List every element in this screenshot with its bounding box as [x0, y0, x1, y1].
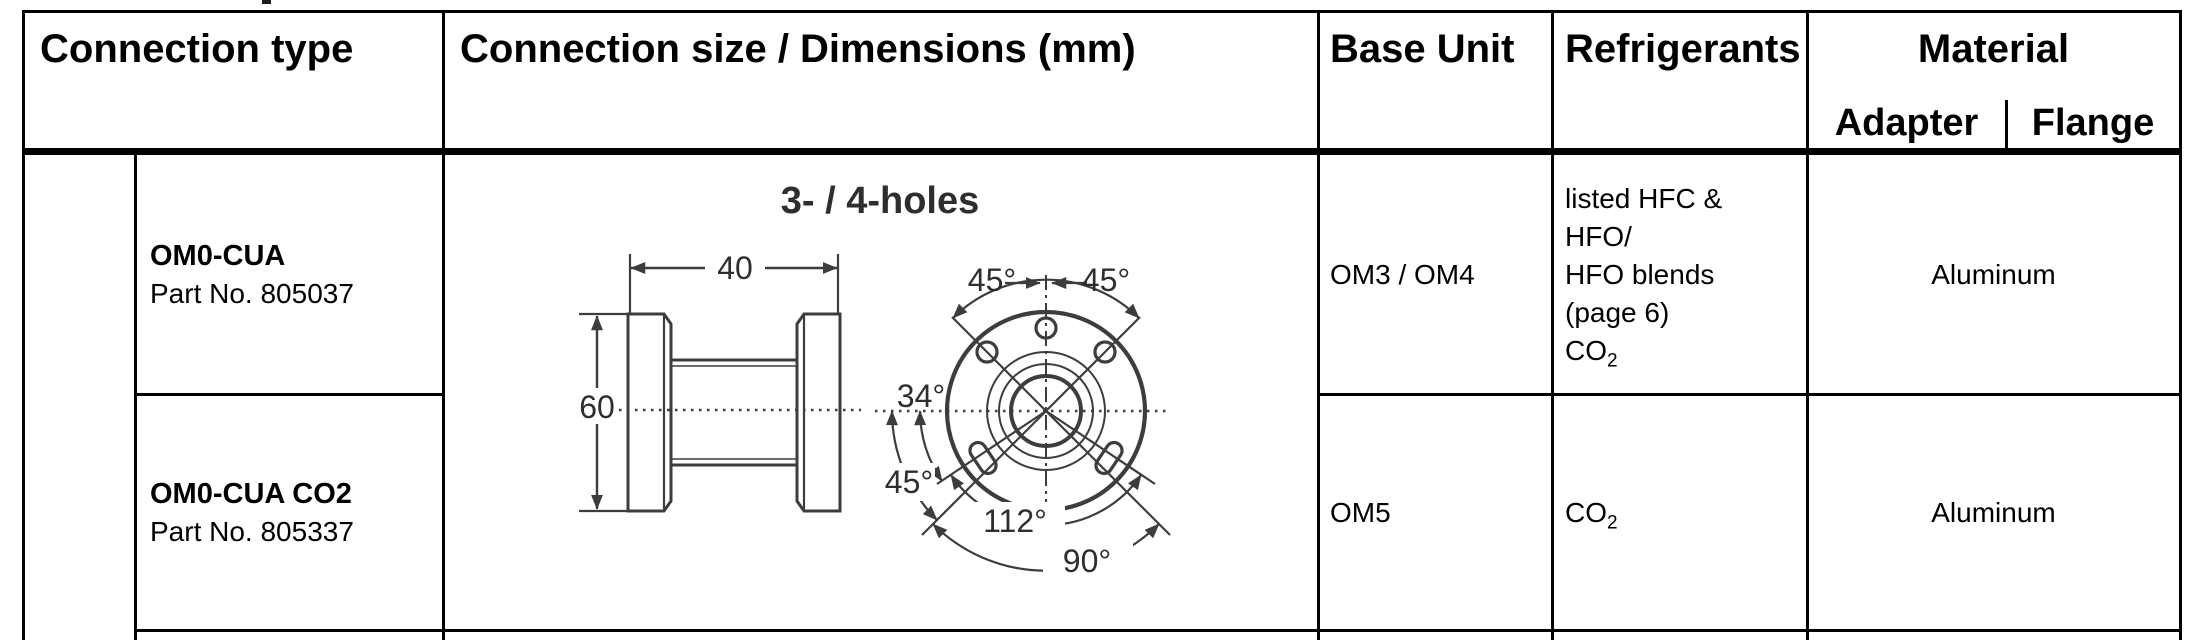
grid-line-baseunit-refrigerants — [1551, 10, 1554, 640]
cell-material-row1: Aluminum — [1807, 157, 2180, 393]
refrigerant-line: HFO blends — [1565, 259, 1715, 290]
bolt-hole-upper-left — [975, 340, 999, 364]
base-unit-value: OM5 — [1330, 497, 1391, 528]
grid-line-refrigerants-material — [1806, 10, 1809, 640]
grid-line-row-divider-right — [1317, 393, 2182, 396]
dim-label-40: 40 — [717, 250, 753, 286]
angle-label-45-top-right: 45° — [1082, 262, 1130, 298]
cell-material-row2: Aluminum — [1807, 396, 2180, 630]
grid-line-right-edge — [2179, 10, 2182, 640]
co2-subscript: 2 — [1607, 350, 1618, 372]
bolt-hole-upper-right — [1093, 340, 1117, 364]
co2-base: CO — [1565, 335, 1607, 366]
slot-hole-lower-left — [968, 440, 998, 476]
drawing-title: 3- / 4-holes — [781, 180, 980, 222]
angle-label-90: 90° — [1063, 543, 1111, 579]
angle-label-45-lower: 45° — [885, 464, 933, 500]
refrigerant-line: (page 6) — [1565, 297, 1670, 328]
refrigerant-co2: CO2 — [1565, 494, 1618, 534]
header-material: Material — [1917, 27, 2070, 71]
grid-line-row2-bottom — [134, 629, 2182, 632]
base-unit-value: OM3 / OM4 — [1330, 259, 1475, 290]
header-connection-type: Connection type — [40, 27, 354, 71]
header-material-flange: Flange — [2031, 102, 2155, 144]
header-material-adapter: Adapter — [1834, 102, 1979, 144]
slot-hole-lower-right — [1094, 440, 1124, 476]
angle-label-45-top-left: 45° — [968, 262, 1016, 298]
product-name: OM0-CUA CO2 — [150, 478, 352, 510]
technical-drawing: 3- / 4-holes 40 60 — [576, 180, 1171, 581]
cell-base-unit-row2: OM5 — [1330, 396, 1545, 630]
cell-name-row1: OM0-CUA Part No. 805037 — [150, 157, 440, 393]
part-number: Part No. 805337 — [150, 516, 354, 547]
grid-line-header-bottom-thick — [22, 148, 2182, 155]
cell-base-unit-row1: OM3 / OM4 — [1330, 157, 1545, 393]
grid-line-type-size — [442, 10, 445, 640]
cell-refrigerants-row1: listed HFC & HFO/ HFO blends (page 6) CO… — [1565, 157, 1803, 393]
material-value: Aluminum — [1931, 259, 2056, 290]
part-number: Part No. 805037 — [150, 278, 354, 309]
refrigerant-line: listed HFC & — [1565, 183, 1723, 214]
cell-refrigerants-row2: CO2 — [1565, 396, 1803, 630]
header-refrigerants: Refrigerants — [1565, 27, 1801, 71]
dim-label-60: 60 — [579, 389, 615, 425]
grid-line-row-divider-left — [134, 393, 445, 396]
material-value: Aluminum — [1931, 497, 2056, 528]
co2-base: CO — [1565, 497, 1607, 528]
refrigerant-co2: CO2 — [1565, 332, 1618, 372]
angle-label-34: 34° — [897, 378, 945, 414]
cropped-text-artifact — [262, 0, 271, 4]
grid-line-adapter-flange — [2005, 100, 2008, 151]
grid-line-size-baseunit — [1317, 10, 1320, 640]
grid-line-top-edge — [22, 10, 2182, 13]
header-connection-size: Connection size / Dimensions (mm) — [460, 27, 1136, 71]
header-base-unit: Base Unit — [1330, 27, 1515, 71]
grid-line-left-edge — [22, 10, 25, 640]
grid-line-narrow-col — [134, 155, 137, 640]
co2-subscript: 2 — [1607, 512, 1618, 534]
side-view — [576, 249, 861, 513]
angle-label-112: 112° — [983, 503, 1047, 539]
refrigerant-line: HFO/ — [1565, 221, 1632, 252]
product-name: OM0-CUA — [150, 240, 286, 272]
front-view — [875, 275, 1171, 581]
cell-name-row2: OM0-CUA CO2 Part No. 805337 — [150, 396, 440, 630]
